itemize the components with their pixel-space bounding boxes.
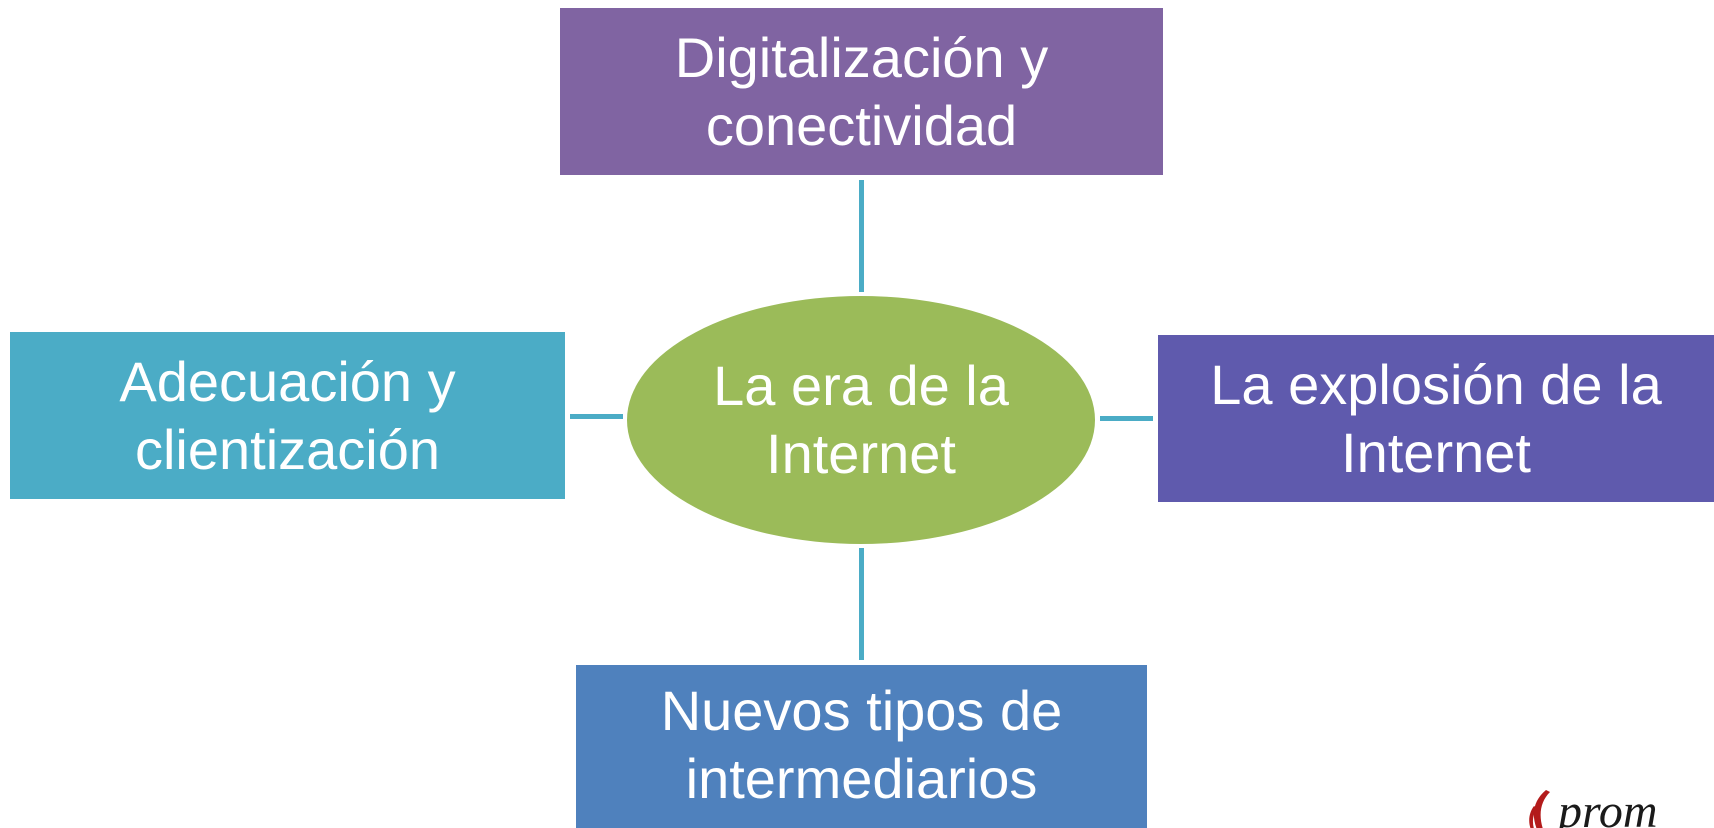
node-adecuacion-label: Adecuación y clientización (119, 348, 455, 484)
center-node-line1: La era de la (713, 354, 1009, 417)
node-digitalizacion-line1: Digitalización y (674, 25, 1049, 89)
connector-top (859, 180, 864, 292)
node-explosion: La explosión de la Internet (1158, 335, 1714, 502)
center-node-line2: Internet (766, 422, 956, 485)
node-adecuacion-line1: Adecuación y (119, 349, 456, 413)
node-digitalizacion-label: Digitalización y conectividad (675, 24, 1049, 160)
connector-bottom (859, 548, 864, 660)
node-explosion-line1: La explosión de la (1210, 352, 1662, 416)
node-adecuacion-line2: clientización (134, 417, 441, 481)
connector-right (1100, 416, 1153, 421)
node-adecuacion: Adecuación y clientización (10, 332, 565, 499)
prom-logo-text: prom (1558, 786, 1658, 828)
node-intermediarios-line1: Nuevos tipos de (660, 678, 1063, 742)
connector-left (570, 414, 623, 419)
node-intermediarios-label: Nuevos tipos de intermediarios (661, 677, 1063, 813)
node-explosion-label: La explosión de la Internet (1210, 351, 1661, 487)
prom-logo: prom (1518, 786, 1714, 828)
node-intermediarios: Nuevos tipos de intermediarios (576, 665, 1147, 828)
center-node-label: La era de la Internet (713, 352, 1009, 488)
prom-logo-mark-icon (1529, 790, 1550, 828)
node-digitalizacion-line2: conectividad (705, 93, 1018, 157)
node-intermediarios-line2: intermediarios (685, 746, 1038, 810)
node-explosion-line2: Internet (1341, 420, 1531, 484)
node-digitalizacion: Digitalización y conectividad (560, 8, 1163, 175)
center-node: La era de la Internet (624, 293, 1098, 547)
